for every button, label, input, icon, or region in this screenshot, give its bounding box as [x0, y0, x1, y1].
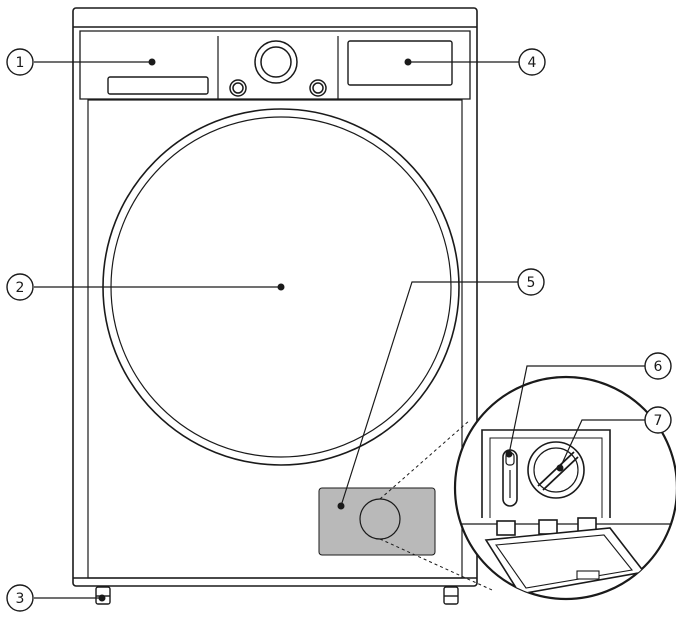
zoom-guides — [379, 419, 493, 591]
leader-dot-5 — [337, 502, 345, 510]
pump-filter-outer — [527, 441, 585, 499]
callout-number: 5 — [527, 275, 536, 291]
program-knob-outer — [254, 40, 298, 84]
leader-5 — [340, 281, 518, 507]
flap-door-tab — [576, 570, 600, 580]
callout-circle — [518, 48, 546, 76]
dryer-body — [72, 7, 478, 587]
magnified-detail — [453, 375, 676, 601]
callout-number: 3 — [16, 591, 25, 607]
callout-number: 1 — [16, 55, 25, 71]
callout-3: 3 — [6, 584, 34, 612]
display-panel — [347, 40, 453, 86]
leader-dot-7 — [556, 464, 564, 472]
callout-7: 7 — [644, 406, 672, 434]
cabinet-outline — [72, 7, 478, 587]
callout-number: 6 — [654, 359, 663, 375]
leader-dot-2 — [277, 283, 285, 291]
callout-6: 6 — [644, 352, 672, 380]
zoom-guide-bottom — [379, 538, 493, 591]
hinge-1 — [496, 520, 516, 536]
leader-lines — [34, 61, 645, 599]
callout-circle — [6, 273, 34, 301]
program-controls — [229, 40, 327, 97]
callout-5: 5 — [517, 268, 545, 296]
filter-flap — [318, 487, 436, 556]
callout-number: 4 — [528, 55, 537, 71]
zoom-guide-top — [379, 419, 471, 500]
button-right-outer — [309, 79, 327, 97]
control-panel — [79, 30, 471, 100]
flap-opening-inner — [489, 437, 603, 518]
leader-dots — [98, 58, 564, 602]
detergent-drawer — [107, 76, 209, 95]
callout-1: 1 — [6, 48, 34, 76]
pump-filter-grip — [537, 451, 579, 491]
leader-dot-4 — [404, 58, 412, 66]
callout-circle — [517, 268, 545, 296]
callout-number: 2 — [16, 280, 25, 296]
pump-filter-mid — [533, 447, 579, 493]
leader-6 — [508, 365, 645, 455]
callout-circle — [644, 406, 672, 434]
flap-door-inner — [495, 534, 634, 589]
callout-4: 4 — [518, 48, 546, 76]
leader-dot-6 — [505, 450, 513, 458]
callout-circle — [6, 584, 34, 612]
filter-flap-lens — [359, 498, 401, 540]
button-left-inner — [232, 82, 244, 94]
callout-2: 2 — [6, 273, 34, 301]
hinge-2 — [538, 519, 558, 535]
program-knob-inner — [260, 46, 292, 78]
flap-opening — [481, 429, 611, 518]
callout-circle — [644, 352, 672, 380]
leader-7 — [559, 419, 645, 469]
leader-dot-3 — [98, 594, 106, 602]
leader-dot-1 — [148, 58, 156, 66]
feet — [95, 586, 459, 605]
drawer-handle — [107, 76, 209, 95]
button-left-outer — [229, 79, 247, 97]
callout-circle — [6, 48, 34, 76]
button-right-inner — [312, 82, 324, 94]
callouts: 1 2 3 4 5 6 7 — [6, 48, 672, 612]
callout-number: 7 — [654, 413, 663, 429]
